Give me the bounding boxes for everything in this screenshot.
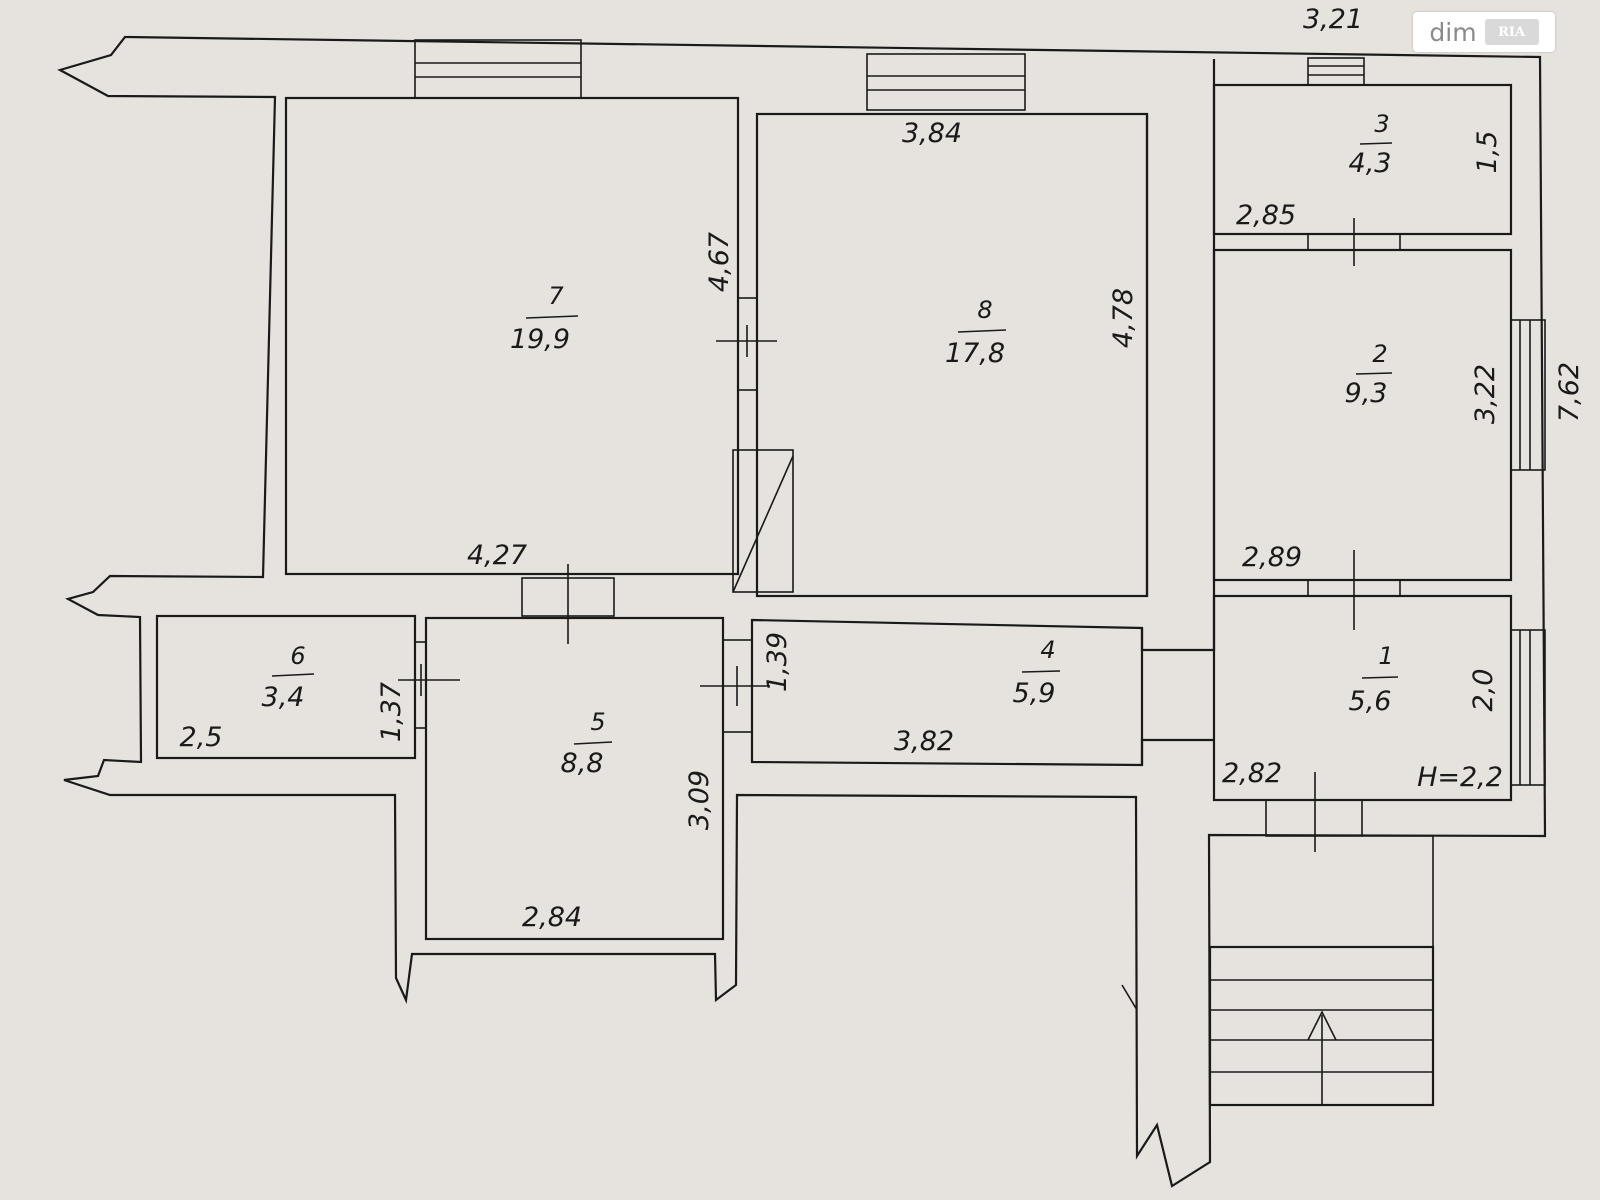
svg-text:2: 2 [1372,340,1387,368]
svg-text:4: 4 [1040,636,1055,664]
window-right-room-1 [1510,629,1546,786]
svg-text:5,6: 5,6 [1349,686,1392,717]
ria-logo-icon: RIA [1484,19,1539,45]
dim-room3-width: 2,85 [1236,200,1296,231]
room-8-label: 8 17,8 [945,296,1007,369]
svg-text:7: 7 [548,282,564,310]
window-right-room-2 [1510,319,1546,471]
dim-room1-height: 2,0 [1468,669,1499,712]
svg-text:3: 3 [1374,110,1389,138]
dim-top-right: 3,21 [1303,4,1363,35]
room-2-outline [1212,248,1513,582]
svg-text:8: 8 [977,296,992,324]
dim-ria-watermark: dim RIA [1413,12,1555,52]
svg-text:1: 1 [1378,642,1393,670]
dim-room6-height: 1,37 [376,682,407,742]
dim-room1-width: 2,82 [1222,758,1282,789]
svg-text:3,4: 3,4 [262,682,305,713]
window-top-left [414,39,582,99]
door-room-2-1 [1307,550,1401,630]
window-top-right [1307,57,1365,86]
dim-room4-height: 1,39 [762,632,793,692]
room-2-label: 2 9,3 [1345,340,1393,409]
door-room-7-8 [716,297,777,391]
door-room-1-entrance [1265,772,1363,852]
room-5-label: 5 8,8 [561,708,613,779]
svg-text:8,8: 8,8 [561,748,604,779]
watermark-text: dim [1429,17,1477,47]
dim-room8-height: 4,78 [1108,288,1139,348]
room-6-label: 6 3,4 [262,642,315,713]
staircase [1208,945,1435,1107]
dim-room5-width: 2,84 [522,902,582,933]
svg-text:17,8: 17,8 [945,338,1005,369]
dim-room2-width: 2,89 [1242,542,1302,573]
dim-ceiling-height: H=2,2 [1417,762,1503,793]
dim-room3-height: 1,5 [1472,131,1503,174]
svg-text:6: 6 [290,642,305,670]
svg-text:19,9: 19,9 [510,324,570,355]
dim-room8-width: 3,84 [902,118,962,149]
stair-direction-arrow-icon [1307,1010,1337,1041]
dim-room5-height: 3,09 [684,770,715,830]
vent-shaft [732,449,794,593]
room-5-outline [424,616,725,941]
door-room-7-corridor [521,564,615,644]
dim-room7-height: 4,67 [704,232,735,292]
exterior-wall-top [57,35,1547,1188]
room-3-label: 3 4,3 [1349,110,1393,179]
dim-room6-width: 2,5 [180,722,223,753]
dim-room7-width: 4,27 [467,540,527,571]
dim-room2-height: 3,22 [1470,364,1501,424]
window-top-middle [866,53,1026,111]
dim-room4-width: 3,82 [894,726,954,757]
room-1-label: 1 5,6 [1349,642,1399,717]
door-room-5-4 [700,639,770,733]
room-7-label: 7 19,9 [510,282,579,355]
room-4-label: 4 5,9 [1013,636,1061,709]
corridor-partition [1140,59,1216,765]
svg-text:5: 5 [590,708,605,736]
door-room-3-2 [1307,218,1401,266]
svg-text:4,3: 4,3 [1349,148,1392,179]
svg-text:9,3: 9,3 [1345,378,1388,409]
door-room-6-5 [398,641,460,729]
dim-total-right: 7,62 [1554,362,1585,422]
svg-text:5,9: 5,9 [1013,678,1056,709]
